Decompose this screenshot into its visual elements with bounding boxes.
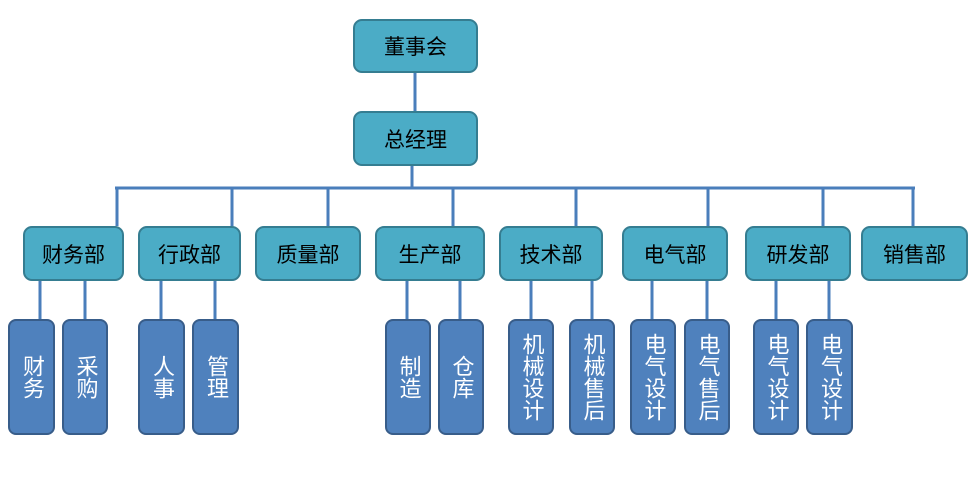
dept-production-node: 生产部 [375,226,485,281]
sub-admin-1: 管理 [192,319,239,435]
sub-admin-0: 人事 [138,319,185,435]
sub-tech-0: 机械设计 [508,319,554,435]
gm-label: 总经理 [384,127,447,152]
dept-finance-label: 财务部 [42,242,105,267]
sub-label: 采购 [72,355,98,399]
sub-tech-1: 机械售后 [569,319,615,435]
sub-label: 电气设计 [640,333,666,421]
sub-label: 机械售后 [579,333,605,421]
dept-quality-label: 质量部 [276,242,340,267]
sub-label: 人事 [149,355,174,399]
dept-quality-node: 质量部 [255,226,361,281]
dept-admin-label: 行政部 [158,242,221,267]
board-node: 董事会 [353,19,478,73]
sub-electrical-1: 电气售后 [684,319,730,435]
sub-production-0: 制造 [385,319,431,435]
sub-production-1: 仓库 [438,319,484,435]
dept-rnd-label: 研发部 [766,242,830,267]
dept-sales-node: 销售部 [861,226,968,281]
sub-label: 电气设计 [817,333,842,421]
board-label: 董事会 [384,35,447,59]
sub-label: 电气售后 [694,333,720,421]
dept-admin-node: 行政部 [138,226,241,281]
sub-electrical-0: 电气设计 [630,319,676,435]
dept-tech-label: 技术部 [519,242,583,267]
dept-finance-node: 财务部 [23,226,124,281]
sub-label: 仓库 [448,355,474,399]
dept-production-label: 生产部 [398,242,462,267]
sub-label: 电气设计 [763,333,789,421]
sub-finance-1: 采购 [62,319,108,435]
dept-sales-label: 销售部 [883,242,946,267]
sub-finance-0: 财务 [8,319,55,435]
dept-tech-node: 技术部 [499,226,603,281]
sub-label: 财务 [19,355,44,399]
dept-rnd-node: 研发部 [745,226,851,281]
sub-rnd-1: 电气设计 [806,319,853,435]
sub-rnd-0: 电气设计 [753,319,799,435]
dept-electrical-node: 电气部 [622,226,728,281]
sub-label: 机械设计 [518,333,544,421]
sub-label: 制造 [395,355,421,399]
gm-node: 总经理 [353,111,478,166]
sub-label: 管理 [203,355,228,399]
dept-electrical-label: 电气部 [643,242,707,267]
